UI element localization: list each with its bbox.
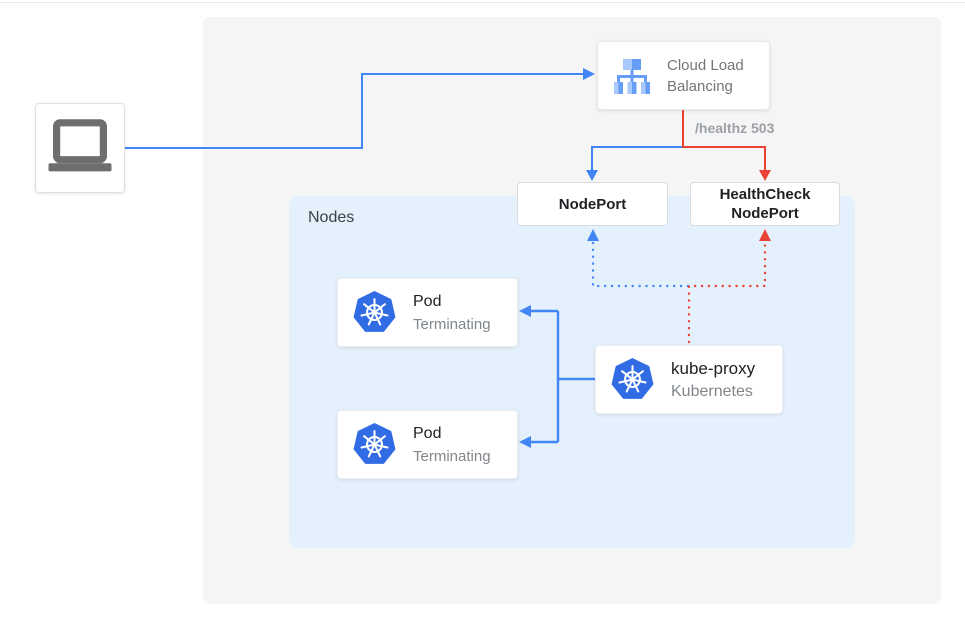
client-node [35, 103, 125, 193]
cloud-load-balancing-node: Cloud Load Balancing [597, 41, 770, 110]
healthz-503-label: /healthz 503 [695, 120, 775, 136]
pod-title: Pod [413, 424, 442, 442]
kubernetes-icon [611, 358, 654, 399]
nodeport-node: NodePort [517, 182, 668, 226]
pod-terminating-node-2: Pod Terminating [337, 410, 518, 479]
kubernetes-icon [353, 291, 396, 332]
kube-proxy-node: kube-proxy Kubernetes [595, 345, 783, 414]
nodes-group-label: Nodes [308, 209, 355, 226]
pod-status: Terminating [413, 315, 491, 333]
healthcheck-nodeport-label-line1: HealthCheck [719, 186, 811, 203]
pod-title: Pod [413, 292, 442, 310]
cloud-load-balancing-label: Cloud Load Balancing [667, 56, 744, 95]
healthcheck-nodeport-label-line2: NodePort [731, 205, 799, 222]
page-top-divider [0, 2, 965, 3]
kube-proxy-title: kube-proxy [671, 358, 756, 378]
kubernetes-icon [353, 423, 396, 464]
nodeport-label: NodePort [558, 195, 627, 213]
pod-status: Terminating [413, 447, 491, 465]
load-balancer-icon [614, 58, 650, 94]
laptop-icon [48, 119, 112, 172]
pod-terminating-node-1: Pod Terminating [337, 278, 518, 347]
healthcheck-nodeport-node: HealthCheck NodePort [690, 182, 840, 226]
kube-proxy-subtitle: Kubernetes [671, 382, 753, 400]
